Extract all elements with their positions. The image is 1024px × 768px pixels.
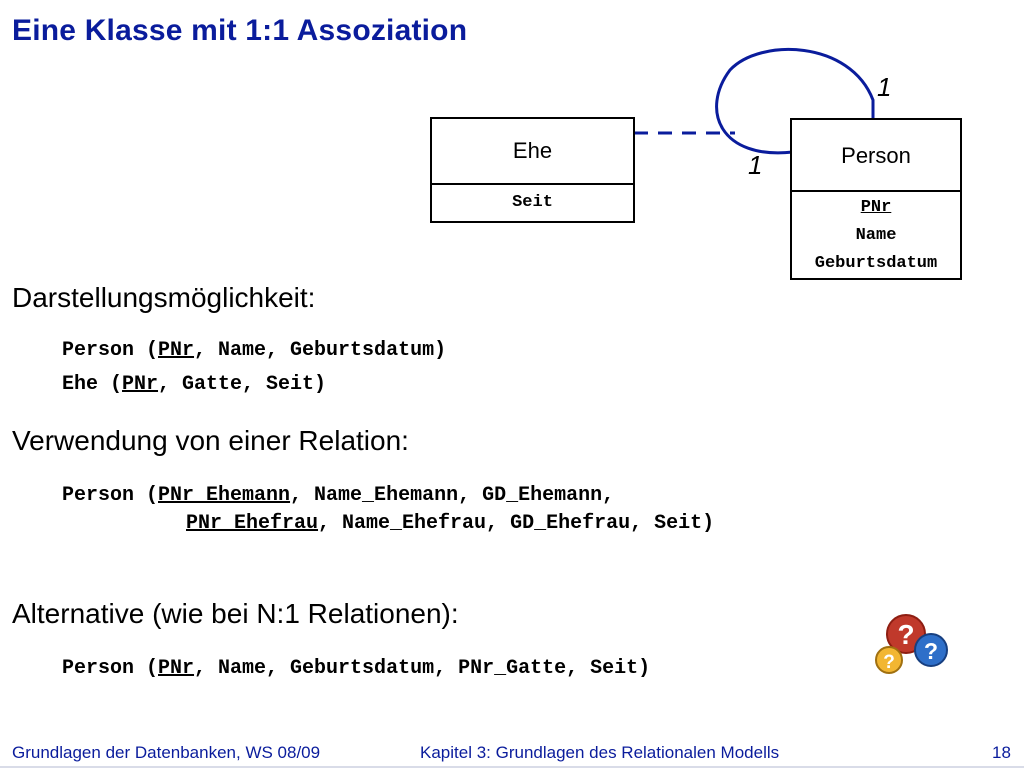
svg-text:?: ?: [897, 619, 914, 650]
heading-verwendung: Verwendung von einer Relation:: [12, 425, 409, 456]
code-rest: , Name_Ehefrau, GD_Ehefrau, Seit): [318, 512, 715, 535]
primary-key: PNr: [158, 657, 195, 680]
association-lines: [634, 47, 875, 155]
attribute-name: Name: [855, 226, 897, 245]
code-prefix: Person (: [62, 484, 159, 507]
class-person-name: Person: [792, 120, 960, 192]
heading-alternative: Alternative (wie bei N:1 Relationen):: [12, 598, 459, 629]
multiplicity-side: 1: [748, 150, 763, 180]
class-ehe-attributes: Seit: [432, 185, 633, 217]
code-prefix: Person (: [62, 339, 159, 362]
slide-title: Eine Klasse mit 1:1 Assoziation: [12, 14, 468, 47]
schema-ehe: Ehe (PNr, Gatte, Seit): [62, 373, 326, 396]
footer-course: Grundlagen der Datenbanken, WS 08/09: [12, 743, 321, 762]
attribute-seit: Seit: [512, 193, 553, 212]
code-rest: , Gatte, Seit): [158, 373, 327, 396]
primary-key: PNr_Ehemann: [158, 484, 291, 507]
footer-divider: [0, 766, 1024, 768]
schema-person-alternative: Person (PNr, Name, Geburtsdatum, PNr_Gat…: [62, 657, 650, 680]
code-rest: , Name_Ehemann, GD_Ehemann,: [290, 484, 615, 507]
svg-text:?: ?: [883, 652, 895, 673]
class-ehe: Ehe Seit: [430, 117, 635, 223]
attribute-geburtsdatum: Geburtsdatum: [814, 254, 938, 273]
schema-person-single-relation-line2: PNr_Ehefrau, Name_Ehefrau, GD_Ehefrau, S…: [186, 512, 714, 535]
code-rest: , Name, Geburtsdatum, PNr_Gatte, Seit): [194, 657, 651, 680]
svg-text:?: ?: [924, 638, 938, 664]
class-ehe-name: Ehe: [432, 119, 633, 185]
primary-key: PNr: [158, 339, 195, 362]
class-person-attributes: PNr Name Geburtsdatum: [792, 192, 960, 278]
code-rest: , Name, Geburtsdatum): [194, 339, 447, 362]
code-prefix: Person (: [62, 657, 159, 680]
class-person: Person PNr Name Geburtsdatum: [790, 118, 962, 280]
code-prefix: Ehe (: [62, 373, 123, 396]
footer-chapter: Kapitel 3: Grundlagen des Relationalen M…: [420, 743, 780, 762]
footer-page-number: 18: [992, 743, 1011, 762]
schema-person-single-relation-line1: Person (PNr_Ehemann, Name_Ehemann, GD_Eh…: [62, 484, 614, 507]
multiplicity-top: 1: [877, 72, 892, 102]
heading-darstellung: Darstellungsmöglichkeit:: [12, 282, 316, 313]
primary-key: PNr_Ehefrau: [186, 512, 319, 535]
primary-key: PNr: [122, 373, 159, 396]
attribute-pnr: PNr: [860, 198, 892, 217]
schema-person: Person (PNr, Name, Geburtsdatum): [62, 339, 446, 362]
self-association-loop: [715, 47, 875, 155]
question-marks-icon: ? ? ?: [875, 614, 948, 674]
